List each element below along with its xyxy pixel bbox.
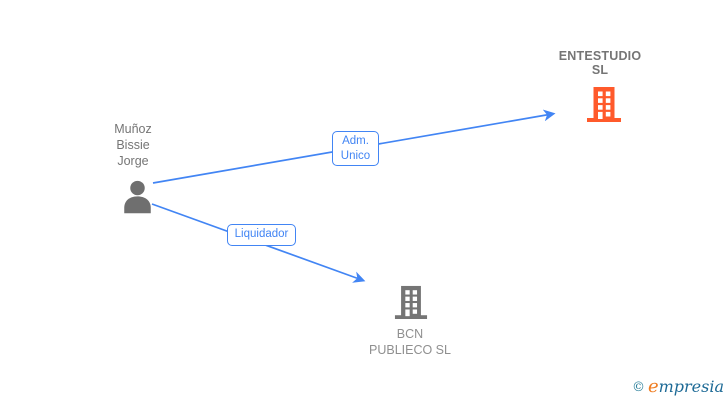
company-name-line: SL xyxy=(591,63,609,77)
relationship-label-liquidador[interactable]: Liquidador xyxy=(227,224,296,246)
empresia-watermark[interactable]: ©empresia xyxy=(632,376,724,397)
building-icon xyxy=(394,285,428,319)
person-node[interactable] xyxy=(119,180,156,219)
copyright-icon: © xyxy=(631,380,645,395)
brand-initial: e xyxy=(647,376,659,397)
building-icon xyxy=(587,87,621,122)
company-name-line: BCN xyxy=(396,327,424,341)
relationship-label-line: Unico xyxy=(340,150,371,162)
person-name-line: Jorge xyxy=(117,154,149,168)
company-bcn-name[interactable]: BCN PUBLIECO SL xyxy=(348,326,472,358)
company-name-line: ENTESTUDIO xyxy=(558,49,642,63)
relationship-label-line: Adm. xyxy=(342,135,369,147)
person-icon xyxy=(124,180,151,214)
relationship-label-adm-unico[interactable]: Adm. Unico xyxy=(332,131,379,166)
brand-name: mpresia xyxy=(658,377,724,396)
company-entestudio-node[interactable] xyxy=(586,85,622,128)
company-bcn-node[interactable] xyxy=(394,283,428,326)
person-name[interactable]: Muñoz Bissie Jorge xyxy=(83,121,183,169)
person-name-line: Bissie xyxy=(116,138,150,152)
person-name-line: Muñoz xyxy=(114,122,152,136)
company-name-line: PUBLIECO SL xyxy=(369,343,451,357)
company-entestudio-name[interactable]: ENTESTUDIO SL xyxy=(538,49,662,77)
